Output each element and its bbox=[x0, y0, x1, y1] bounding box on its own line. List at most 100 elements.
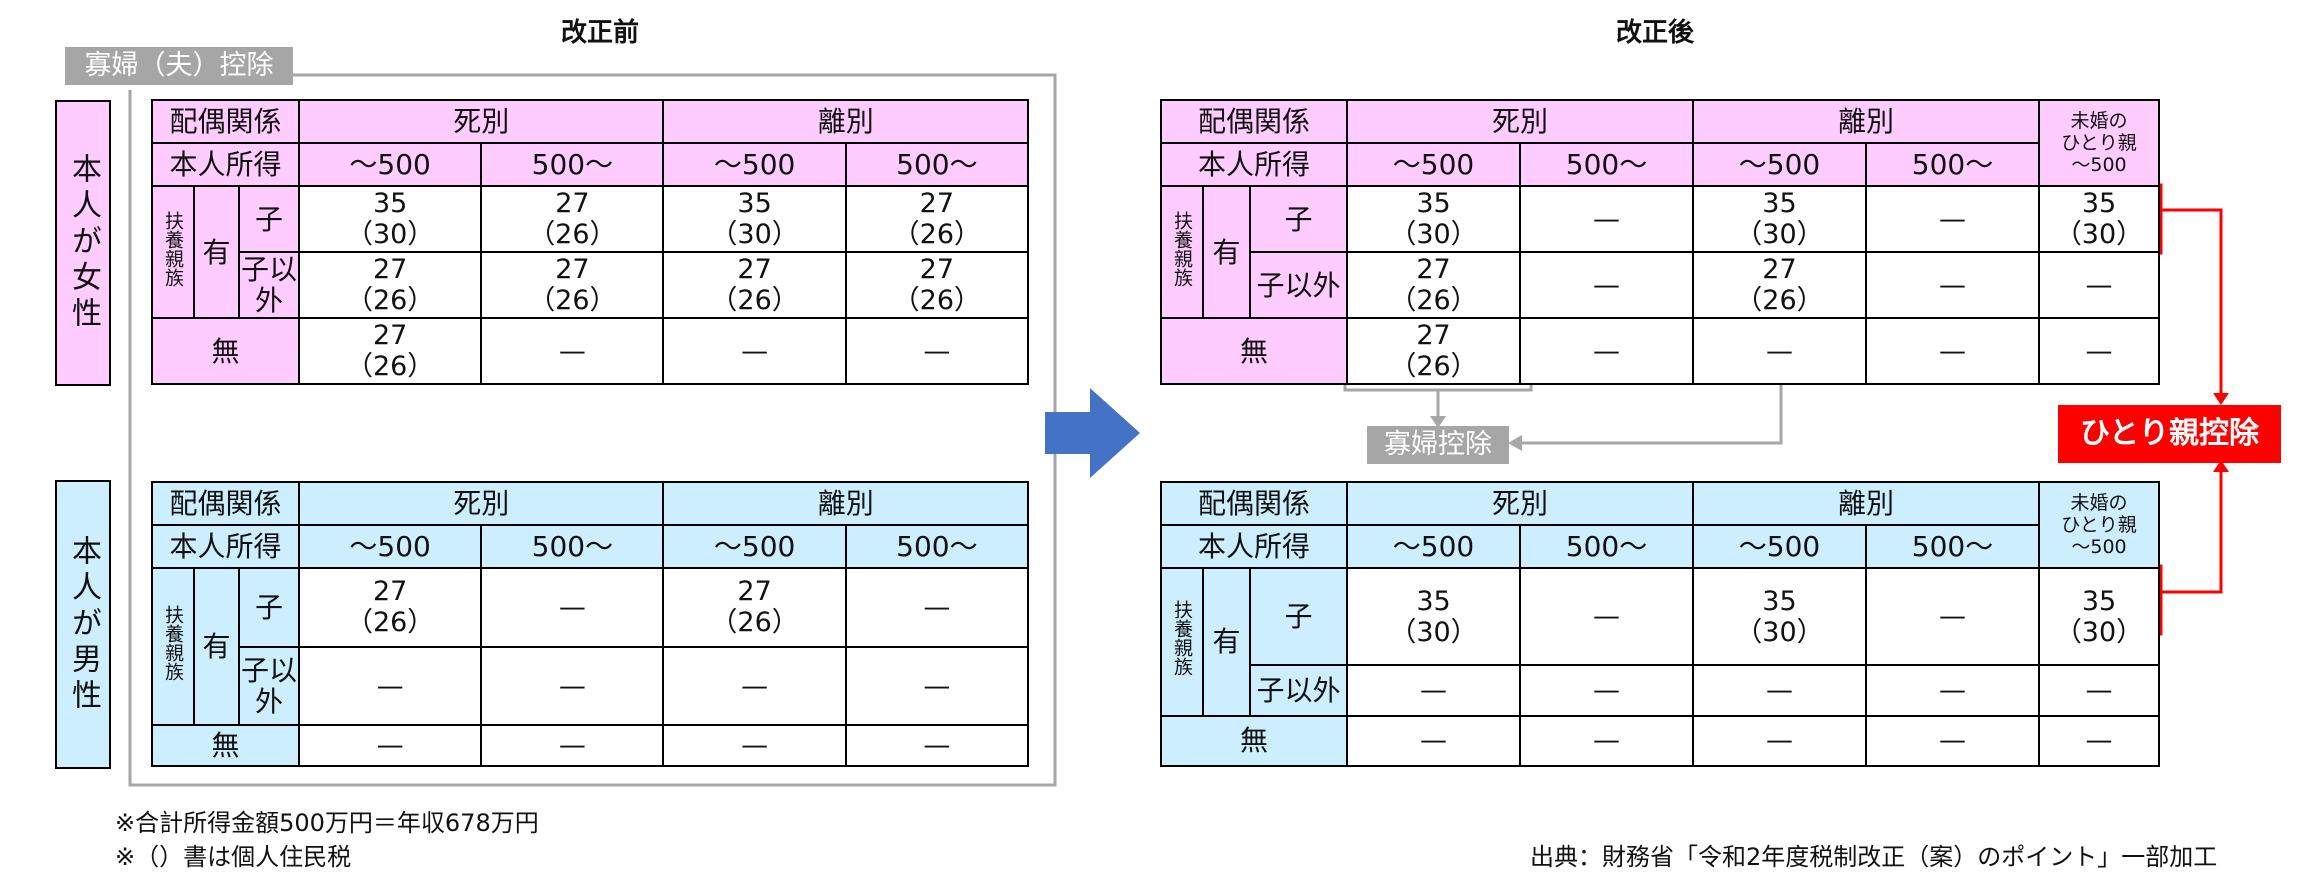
cell-dash: — bbox=[1864, 566, 2041, 667]
hdr-spouse: 配偶関係 bbox=[150, 481, 301, 526]
cell-value: 35 （30） bbox=[1691, 185, 1867, 253]
hdr-death: 死別 bbox=[298, 99, 665, 144]
hdr-unmarried: 未婚の ひとり親 〜500 bbox=[2038, 481, 2160, 569]
old-male-table: 配偶関係 死別 離別 本人所得 〜500 500〜 〜500 500〜 扶養親族… bbox=[150, 481, 1030, 767]
cell-dash: — bbox=[1864, 664, 2041, 717]
hdr-death: 死別 bbox=[298, 481, 665, 526]
note-resident-tax: ※（）書は個人住民税 bbox=[115, 843, 352, 871]
heading-after: 改正後 bbox=[1615, 18, 1694, 48]
cell-dash: — bbox=[662, 645, 847, 727]
hdr-gt500: 500〜 bbox=[1864, 142, 2041, 187]
big-arrow-icon bbox=[1045, 388, 1140, 478]
cell-dash: — bbox=[480, 724, 665, 767]
cell-dash: — bbox=[298, 724, 483, 767]
cell-dash: — bbox=[298, 645, 483, 727]
cell-value: 35 （30） bbox=[1691, 566, 1867, 667]
cell-dash: — bbox=[1519, 664, 1694, 717]
cell-value: 27 （26） bbox=[1346, 251, 1521, 319]
hdr-lt500: 〜500 bbox=[1691, 142, 1867, 187]
hdr-gt500: 500〜 bbox=[1519, 524, 1694, 569]
hdr-gt500: 500〜 bbox=[1519, 142, 1694, 187]
single-parent-deduction-label: ひとり親控除 bbox=[2058, 405, 2281, 463]
cell-dash: — bbox=[662, 724, 847, 767]
hdr-spouse: 配偶関係 bbox=[1159, 481, 1349, 526]
cell-dash: — bbox=[844, 567, 1030, 648]
cell-dash: — bbox=[1519, 251, 1694, 319]
hdr-gt500: 500〜 bbox=[1864, 524, 2041, 569]
row-dependents: 扶養親族 bbox=[1171, 600, 1193, 677]
heading-before: 改正前 bbox=[560, 18, 639, 48]
cell-value: 27 （26） bbox=[1346, 317, 1521, 385]
source-note: 出典：財務省「令和2年度税制改正（案）のポイント」一部加工 bbox=[1530, 843, 2218, 871]
hdr-death: 死別 bbox=[1346, 99, 1694, 144]
cell-value: 35 （30） bbox=[1346, 566, 1521, 667]
widow-deduction-label: 寡婦控除 bbox=[1367, 426, 1509, 464]
cell-dash: — bbox=[844, 317, 1030, 385]
cell-dash: — bbox=[844, 645, 1030, 727]
cell-value: 27 （26） bbox=[1691, 251, 1867, 319]
hdr-income: 本人所得 bbox=[150, 142, 301, 187]
row-child: 子 bbox=[1248, 566, 1349, 667]
cell-dash: — bbox=[1691, 317, 1867, 385]
row-non-child: 子以外 bbox=[1248, 664, 1349, 717]
cell-dash: — bbox=[1519, 185, 1694, 253]
row-non-child: 子以外 bbox=[1248, 251, 1349, 319]
hdr-spouse: 配偶関係 bbox=[150, 99, 301, 144]
hdr-gt500: 500〜 bbox=[480, 524, 665, 569]
cell-dash: — bbox=[2038, 251, 2160, 319]
hdr-lt500: 〜500 bbox=[1691, 524, 1867, 569]
cell-value: 27 （26） bbox=[298, 317, 483, 385]
cell-value: 27 （26） bbox=[298, 567, 483, 648]
hdr-unmarried: 未婚の ひとり親 〜500 bbox=[2038, 99, 2160, 187]
female-side-label: 本人が女性 bbox=[55, 100, 111, 386]
cell-value: 35 （30） bbox=[2038, 185, 2160, 253]
row-dependents: 扶養親族 bbox=[162, 210, 184, 287]
cell-dash: — bbox=[1864, 317, 2041, 385]
row-yes: 有 bbox=[1202, 185, 1251, 319]
hdr-lt500: 〜500 bbox=[1346, 142, 1521, 187]
hdr-gt500: 500〜 bbox=[844, 524, 1030, 569]
row-child: 子 bbox=[237, 185, 301, 253]
hdr-lt500: 〜500 bbox=[298, 524, 483, 569]
hdr-divorce: 離別 bbox=[662, 99, 1029, 144]
cell-value: 27 （26） bbox=[844, 251, 1030, 319]
hdr-lt500: 〜500 bbox=[1346, 524, 1521, 569]
cell-dash: — bbox=[844, 724, 1030, 767]
row-yes: 有 bbox=[193, 566, 240, 727]
cell-dash: — bbox=[1346, 714, 1521, 768]
cell-value: 27 （26） bbox=[480, 185, 665, 253]
row-dependents: 扶養親族 bbox=[1171, 210, 1193, 287]
hdr-divorce: 離別 bbox=[1691, 481, 2041, 526]
cell-dash: — bbox=[2038, 664, 2160, 717]
cell-dash: — bbox=[662, 317, 847, 385]
cell-value: 35 （30） bbox=[1346, 185, 1521, 253]
cell-dash: — bbox=[1864, 714, 2041, 768]
hdr-death: 死別 bbox=[1346, 481, 1694, 526]
new-female-table: 配偶関係 死別 離別 未婚の ひとり親 〜500 本人所得 〜500 500〜 … bbox=[1159, 99, 2160, 385]
cell-dash: — bbox=[1691, 664, 1867, 717]
new-male-table: 配偶関係 死別 離別 未婚の ひとり親 〜500 本人所得 〜500 500〜 … bbox=[1159, 481, 2160, 768]
row-none: 無 bbox=[150, 724, 301, 767]
row-dependents: 扶養親族 bbox=[162, 605, 184, 682]
note-income: ※合計所得金額500万円＝年収678万円 bbox=[115, 809, 539, 837]
row-none: 無 bbox=[150, 317, 301, 385]
cell-dash: — bbox=[1691, 714, 1867, 768]
cell-dash: — bbox=[480, 317, 665, 385]
cell-value: 35 （30） bbox=[662, 185, 847, 253]
hdr-lt500: 〜500 bbox=[662, 142, 847, 187]
old-female-table: 配偶関係 死別 離別 本人所得 〜500 500〜 〜500 500〜 扶養親族… bbox=[150, 99, 1030, 385]
row-child: 子 bbox=[237, 567, 301, 648]
cell-value: 27 （26） bbox=[662, 567, 847, 648]
cell-value: 27 （26） bbox=[662, 251, 847, 319]
row-none: 無 bbox=[1159, 317, 1349, 385]
cell-dash: — bbox=[1346, 664, 1521, 717]
row-non-child: 子以外 bbox=[237, 645, 301, 727]
cell-dash: — bbox=[2038, 714, 2160, 768]
cell-dash: — bbox=[480, 567, 665, 648]
hdr-lt500: 〜500 bbox=[662, 524, 847, 569]
hdr-gt500: 500〜 bbox=[480, 142, 665, 187]
cell-value: 27 （26） bbox=[844, 185, 1030, 253]
cell-dash: — bbox=[1519, 714, 1694, 768]
cell-dash: — bbox=[1864, 185, 2041, 253]
hdr-spouse: 配偶関係 bbox=[1159, 99, 1349, 144]
